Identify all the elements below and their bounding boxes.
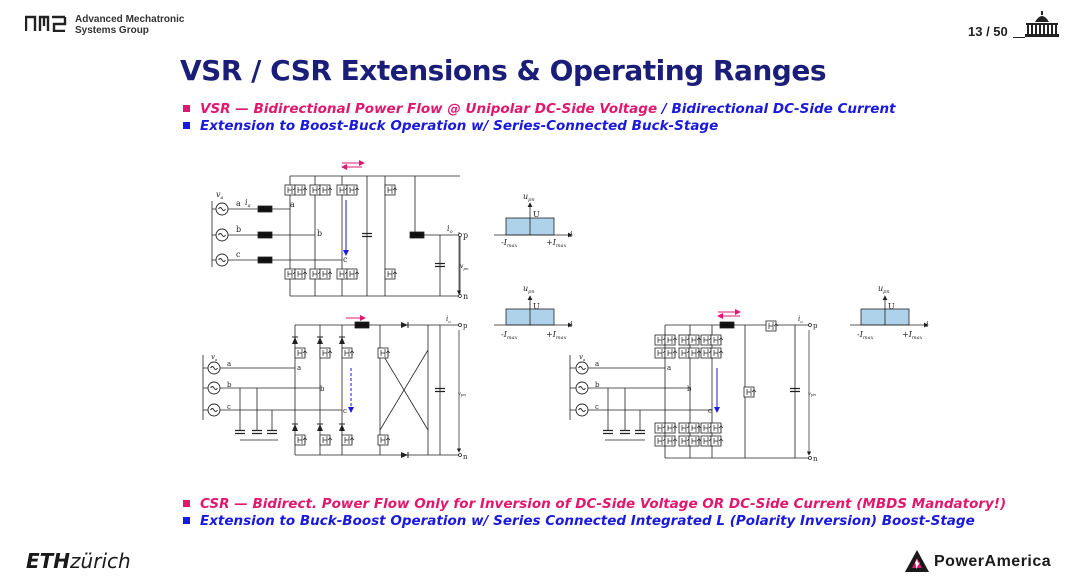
svg-text:i: i bbox=[570, 320, 573, 329]
svg-text:c: c bbox=[343, 255, 348, 264]
svg-text:-Imax: -Imax bbox=[501, 238, 518, 249]
eth-logo-light: zürich bbox=[70, 549, 131, 573]
svg-text:c: c bbox=[236, 250, 241, 259]
svg-text:U: U bbox=[533, 302, 540, 311]
vsr-circuit bbox=[211, 175, 461, 297]
svg-text:b: b bbox=[320, 385, 325, 393]
vsr-sources bbox=[215, 202, 229, 267]
svg-text:n: n bbox=[813, 455, 818, 463]
svg-text:upn: upn bbox=[523, 284, 535, 295]
bullet-boost-buck-text: Extension to Boost-Buck Operation w/ Ser… bbox=[200, 118, 719, 134]
svg-text:upn: upn bbox=[523, 192, 535, 203]
page-number: 13 / 50 bbox=[968, 24, 1008, 39]
bullet-square-blue bbox=[183, 517, 190, 524]
building-icon bbox=[1025, 11, 1059, 37]
group-name-line1: Advanced Mechatronic bbox=[75, 14, 185, 25]
svg-text:p: p bbox=[813, 322, 818, 330]
svg-text:c: c bbox=[227, 403, 231, 411]
slide-title: VSR / CSR Extensions & Operating Ranges bbox=[180, 54, 827, 87]
page-underline bbox=[1013, 37, 1025, 38]
eth-logo-bold: ETH bbox=[26, 549, 71, 573]
svg-text:ia: ia bbox=[245, 198, 251, 209]
range-plot-csr-boost: upn U i -Imax +Imax bbox=[850, 284, 929, 341]
bullet-square-blue bbox=[183, 122, 190, 129]
svg-text:c: c bbox=[343, 407, 347, 415]
svg-text:c: c bbox=[595, 403, 599, 411]
bullet-buck-boost: Extension to Buck-Boost Operation w/ Ser… bbox=[183, 513, 975, 530]
bullet-vsr-pink-text: VSR — Bidirectional Power Flow @ Unipola… bbox=[200, 101, 658, 117]
svg-text:b: b bbox=[227, 381, 232, 389]
svg-text:U: U bbox=[533, 210, 540, 219]
svg-text:c: c bbox=[708, 407, 712, 415]
svg-text:n: n bbox=[463, 453, 468, 461]
bullet-vsr-blue-text: / Bidirectional DC-Side Current bbox=[657, 101, 896, 117]
range-plot-vsr: upn U i -Imax +Imax bbox=[494, 192, 573, 249]
svg-text:a: a bbox=[227, 360, 231, 368]
svg-text:a: a bbox=[297, 364, 301, 372]
bullet-csr: CSR — Bidirect. Power Flow Only for Inve… bbox=[183, 496, 1006, 513]
ams-logo-icon bbox=[24, 15, 67, 33]
svg-text:+Imax: +Imax bbox=[546, 238, 567, 249]
svg-text:a: a bbox=[290, 200, 295, 209]
svg-text:i: i bbox=[926, 320, 929, 329]
range-plot-csr-buck: upn U i -Imax +Imax bbox=[494, 284, 573, 341]
svg-text:U: U bbox=[888, 302, 895, 311]
svg-text:b: b bbox=[317, 229, 322, 238]
csr-buck-sources bbox=[207, 361, 221, 417]
svg-text:io: io bbox=[446, 315, 451, 324]
group-name-line2: Systems Group bbox=[75, 25, 149, 36]
bullet-boost-buck: Extension to Boost-Buck Operation w/ Ser… bbox=[183, 118, 718, 135]
bullet-square-pink bbox=[183, 500, 190, 507]
svg-text:vpn: vpn bbox=[460, 263, 469, 271]
svg-text:-Imax: -Imax bbox=[501, 330, 518, 341]
bullet-vsr: VSR — Bidirectional Power Flow @ Unipola… bbox=[183, 101, 896, 118]
svg-text:+Imax: +Imax bbox=[546, 330, 567, 341]
poweramerica-logo-text: PowerAmerica bbox=[934, 553, 1052, 570]
svg-text:io: io bbox=[447, 224, 453, 235]
eth-zurich-logo: ETHzürich bbox=[26, 549, 131, 573]
svg-text:b: b bbox=[236, 225, 241, 234]
bullet-csr-text: CSR — Bidirect. Power Flow Only for Inve… bbox=[200, 496, 1007, 512]
svg-text:io: io bbox=[798, 315, 803, 324]
bullet-square-pink bbox=[183, 105, 190, 112]
poweramerica-logo-icon bbox=[905, 550, 929, 572]
ams-logo bbox=[24, 14, 67, 36]
svg-text:va: va bbox=[579, 353, 586, 362]
svg-text:b: b bbox=[687, 385, 692, 393]
bullet-buck-boost-text: Extension to Buck-Boost Operation w/ Ser… bbox=[200, 513, 975, 529]
vsr-switches bbox=[284, 184, 398, 280]
svg-text:a: a bbox=[236, 199, 241, 208]
svg-text:p: p bbox=[463, 322, 468, 330]
svg-text:n: n bbox=[463, 292, 468, 301]
svg-text:a: a bbox=[667, 364, 671, 372]
svg-text:b: b bbox=[595, 381, 600, 389]
svg-text:i: i bbox=[570, 230, 573, 239]
svg-text:upn: upn bbox=[878, 284, 890, 295]
csr-boost-sources bbox=[575, 361, 589, 417]
group-name: Advanced Mechatronic Systems Group bbox=[75, 14, 184, 36]
svg-text:vpn: vpn bbox=[458, 391, 466, 397]
svg-text:vpn: vpn bbox=[808, 391, 816, 397]
svg-text:a: a bbox=[595, 360, 599, 368]
va-label: va bbox=[216, 190, 224, 201]
csr-buck-circuit bbox=[202, 321, 462, 457]
svg-text:-Imax: -Imax bbox=[857, 330, 874, 341]
svg-text:+Imax: +Imax bbox=[902, 330, 923, 341]
svg-text:va: va bbox=[211, 353, 218, 362]
svg-text:p: p bbox=[463, 231, 468, 240]
